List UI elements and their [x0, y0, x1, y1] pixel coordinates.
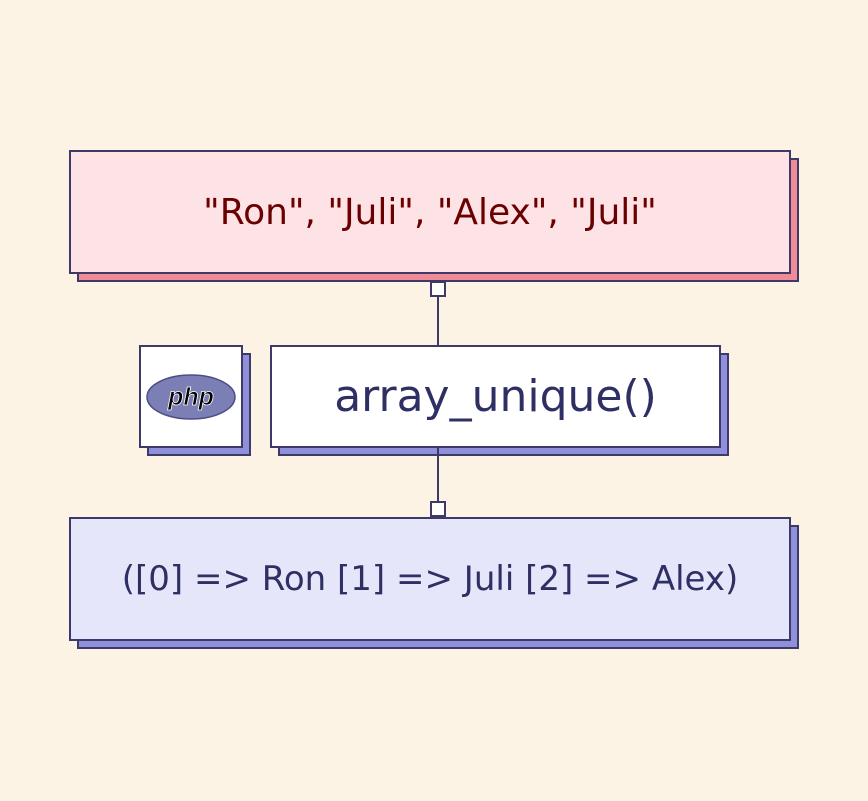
input-array-text: "Ron", "Juli", "Alex", "Juli": [203, 191, 657, 233]
output-array-text: ([0] => Ron [1] => Juli [2] => Alex): [121, 559, 739, 599]
php-logo-icon: php: [146, 373, 236, 420]
function-name-text: array_unique(): [334, 371, 657, 422]
php-logo-text: php: [167, 383, 214, 411]
output-array-box: ([0] => Ron [1] => Juli [2] => Alex): [69, 517, 791, 641]
connector-line-top: [437, 297, 439, 345]
connector-line-bottom: [437, 447, 439, 503]
input-array-box: "Ron", "Juli", "Alex", "Juli": [69, 150, 791, 274]
function-box: array_unique(): [270, 345, 721, 448]
php-logo-box: php: [139, 345, 243, 448]
connector-port-bottom: [430, 501, 446, 517]
connector-port-top: [430, 281, 446, 297]
